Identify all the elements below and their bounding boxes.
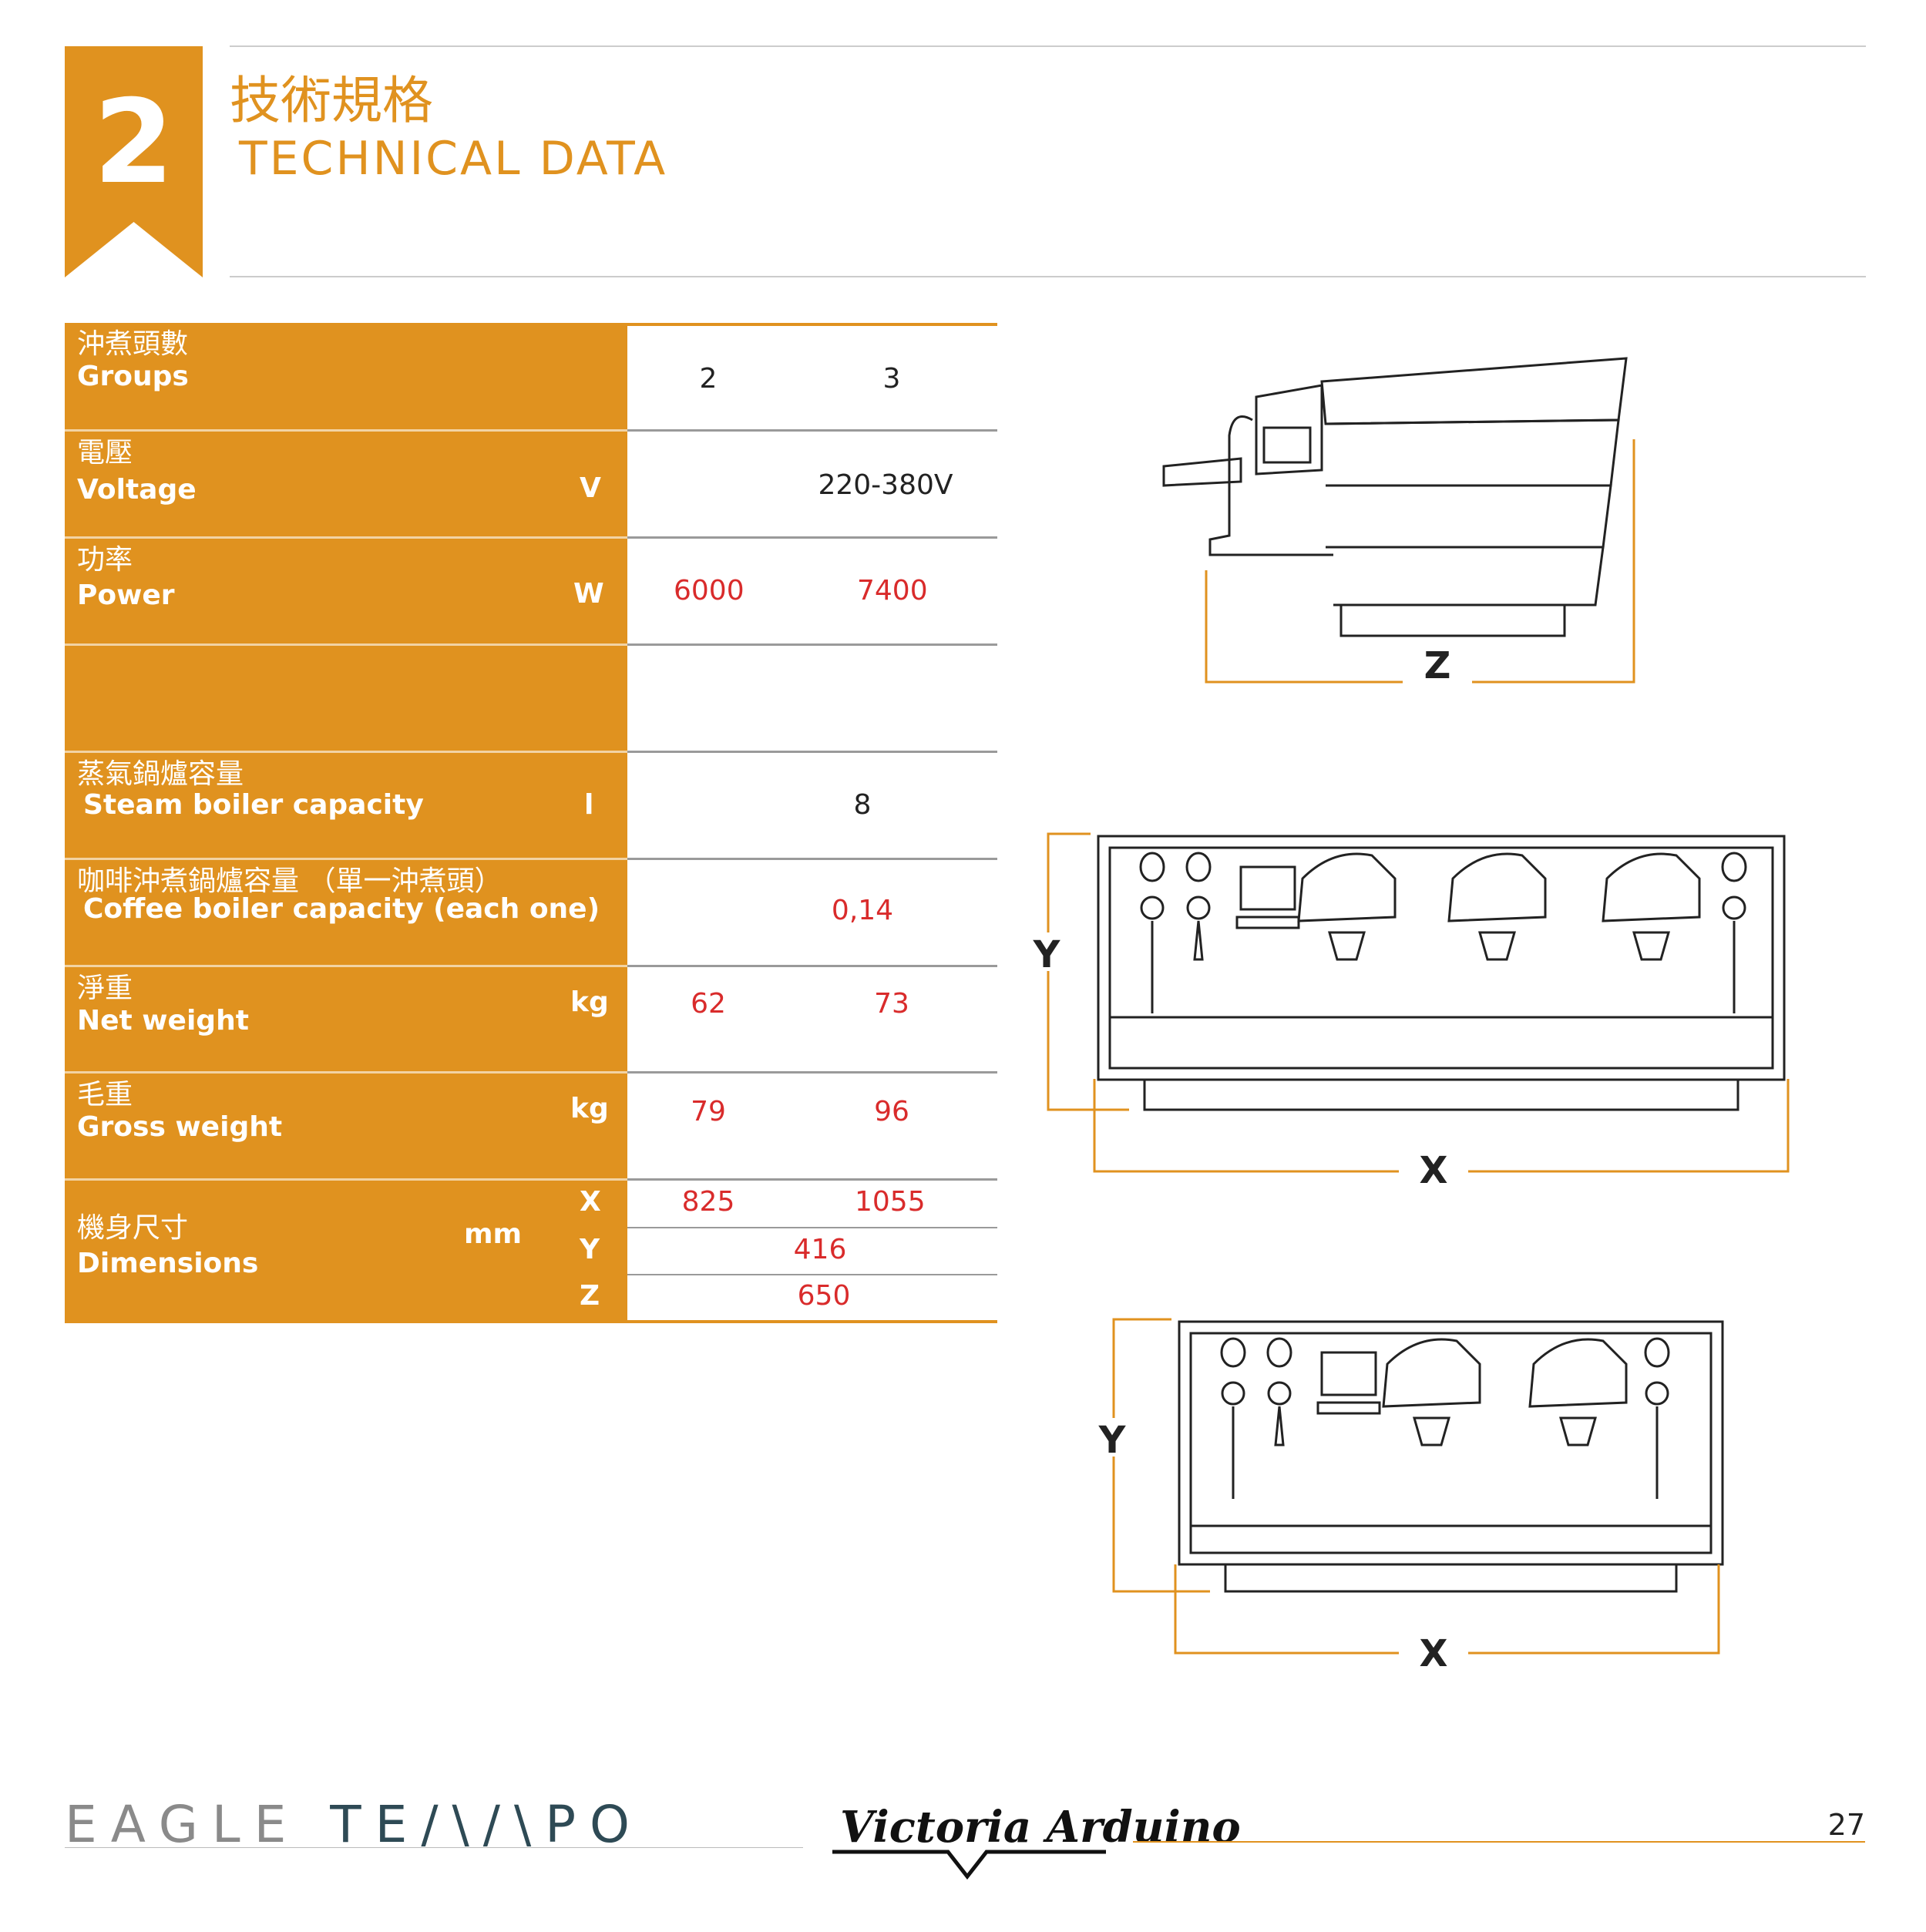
value-2-group: 62 xyxy=(691,988,726,1020)
value-y: 416 xyxy=(793,1234,847,1265)
label-zh: 毛重 xyxy=(77,1079,133,1110)
label-zh: 沖煮頭數 xyxy=(77,328,189,360)
label-zh: 機身尺寸 xyxy=(77,1212,189,1244)
row-groups: 沖煮頭數 Groups 2 3 xyxy=(65,323,997,430)
label-zh: 蒸氣鍋爐容量 xyxy=(77,758,244,790)
label-en: Net weight xyxy=(77,1005,249,1037)
label-en: Steam boiler capacity xyxy=(83,789,424,821)
unit: W xyxy=(573,578,604,610)
label-zh: 功率 xyxy=(77,544,133,576)
maker-logo-underline xyxy=(832,1850,1106,1880)
value-steam-boiler: 8 xyxy=(853,789,872,821)
maker-logo: Victoria Arduino xyxy=(840,1802,1241,1853)
label-en: Voltage xyxy=(77,474,197,506)
footer-rule-left xyxy=(65,1847,803,1848)
label-en: Power xyxy=(77,580,175,611)
unit: l xyxy=(584,789,594,821)
label-zh: 電壓 xyxy=(77,437,133,469)
value-3-group: 3 xyxy=(882,363,901,395)
dim-label-y: Y xyxy=(1033,933,1061,976)
label-en: Gross weight xyxy=(77,1111,283,1143)
dim-x-label: X xyxy=(580,1186,601,1218)
unit: V xyxy=(580,472,601,504)
value-3-group: 73 xyxy=(874,988,909,1020)
label-en: Groups xyxy=(77,361,189,392)
header-bottom-rule xyxy=(230,276,1866,277)
unit: kg xyxy=(570,1093,609,1124)
dim-label-z: Z xyxy=(1424,644,1451,687)
label-zh: 咖啡沖煮鍋爐容量 （單一沖煮頭） xyxy=(77,865,503,897)
row-empty xyxy=(65,646,997,751)
row-dimensions: 機身尺寸 Dimensions mm X Y Z 825 1055 416 65… xyxy=(65,1181,997,1321)
front-view-2-group-drawing: Y X xyxy=(1098,1318,1724,1675)
row-voltage: 電壓 Voltage V 220-380V xyxy=(65,432,997,537)
header-top-rule xyxy=(230,45,1866,47)
label-en: Dimensions xyxy=(77,1248,259,1279)
page-title-en: TECHNICAL DATA xyxy=(239,132,668,186)
brand-eagle: EAGLE xyxy=(65,1795,301,1854)
value-coffee-boiler: 0,14 xyxy=(831,895,894,926)
front-view-3-group-drawing: Y X xyxy=(1033,832,1790,1192)
dim-y-label: Y xyxy=(580,1234,600,1265)
page-title-zh: 技術規格 xyxy=(230,71,433,130)
side-view-drawing: Z xyxy=(1162,357,1635,687)
value-voltage: 220-380V xyxy=(818,469,953,501)
value-z: 650 xyxy=(797,1280,851,1312)
page-number: 27 xyxy=(1827,1808,1865,1842)
value-x-3-group: 1055 xyxy=(855,1186,926,1218)
label-en: Coffee boiler capacity (each one) xyxy=(83,893,600,925)
row-steam-boiler: 蒸氣鍋爐容量 Steam boiler capacity l 8 xyxy=(65,753,997,858)
spec-table: 沖煮頭數 Groups 2 3 電壓 Voltage V 220-380V 功率… xyxy=(65,323,997,1323)
row-net-weight: 淨重 Net weight kg 62 73 xyxy=(65,967,997,1072)
dim-label-x: X xyxy=(1419,1632,1447,1675)
chapter-number: 2 xyxy=(93,76,174,210)
value-2-group: 6000 xyxy=(674,575,745,606)
unit: kg xyxy=(570,986,609,1018)
value-x-2-group: 825 xyxy=(681,1186,735,1218)
chapter-badge xyxy=(65,46,203,277)
footer-rule-right xyxy=(1133,1841,1865,1843)
unit: mm xyxy=(464,1218,523,1250)
value-2-group: 79 xyxy=(691,1096,726,1127)
row-power: 功率 Power W 6000 7400 xyxy=(65,539,997,644)
dim-label-x: X xyxy=(1419,1149,1447,1192)
brand-tempo: TE/\/\PO xyxy=(330,1795,644,1854)
value-3-group: 7400 xyxy=(857,575,928,606)
row-gross-weight: 毛重 Gross weight kg 79 96 xyxy=(65,1074,997,1179)
label-zh: 淨重 xyxy=(77,973,133,1004)
value-3-group: 96 xyxy=(874,1096,909,1127)
product-brand-logo: EAGLE TE/\/\PO xyxy=(65,1799,644,1850)
value-2-group: 2 xyxy=(699,363,718,395)
dim-label-y: Y xyxy=(1098,1419,1127,1462)
row-coffee-boiler: 咖啡沖煮鍋爐容量 （單一沖煮頭） Coffee boiler capacity … xyxy=(65,860,997,966)
dim-z-label: Z xyxy=(580,1280,600,1312)
